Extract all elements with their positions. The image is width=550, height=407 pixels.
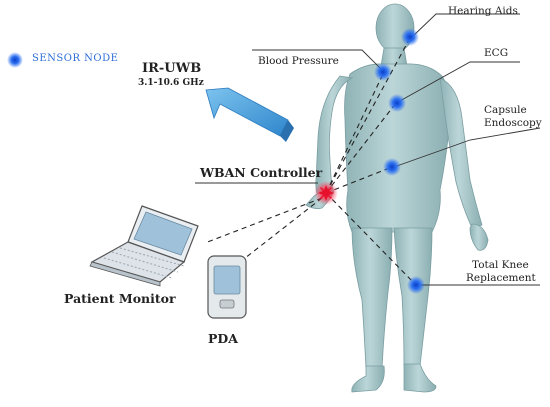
left-arm	[439, 77, 483, 229]
sensor-node-icon	[7, 52, 23, 68]
sensor-node-hearing	[401, 28, 419, 46]
link-bp	[325, 71, 385, 194]
legend-label: SENSOR NODE	[32, 53, 119, 64]
right-foot	[351, 365, 385, 393]
human-body-figure	[305, 3, 489, 393]
sensor-node-knee	[407, 276, 425, 294]
ecg-callout	[397, 61, 520, 103]
label-blood-pressure: Blood Pressure	[258, 55, 339, 67]
pda-icon	[207, 255, 247, 319]
label-total-knee: Total Knee	[472, 259, 529, 271]
hearing-callout	[411, 13, 520, 38]
sensor-node-capsule	[383, 158, 401, 176]
label-endoscopy: Endoscopy	[484, 117, 542, 129]
sensor-nodes	[374, 28, 425, 294]
bp-callout	[252, 49, 385, 73]
label-capsule: Capsule	[484, 104, 527, 116]
label-wban-controller: WBAN Controller	[200, 165, 323, 180]
label-replacement: Replacement	[466, 272, 536, 284]
left-hand	[469, 223, 489, 251]
link-ecg	[325, 102, 397, 194]
label-patient-monitor: Patient Monitor	[64, 291, 176, 306]
right-leg	[351, 227, 393, 369]
link-pda	[239, 197, 323, 263]
link-hearing	[325, 37, 411, 194]
link-knee	[325, 192, 417, 286]
left-leg	[393, 227, 433, 367]
capsule-callout	[393, 127, 541, 168]
link-monitor	[204, 197, 323, 244]
sensor-node-bp	[374, 63, 392, 81]
uwb-arrow-icon	[205, 87, 294, 142]
sensor-node-ecg	[388, 94, 406, 112]
laptop-icon	[89, 205, 199, 287]
label-hearing-aids: Hearing Aids	[448, 5, 518, 17]
left-foot	[403, 363, 437, 393]
label-pda: PDA	[208, 331, 238, 346]
controller-star-icon	[314, 181, 338, 205]
uwb-title: IR-UWB	[142, 61, 202, 76]
label-ecg: ECG	[484, 47, 509, 59]
torso	[344, 63, 451, 233]
uwb-frequency: 3.1-10.6 GHz	[138, 78, 204, 88]
callout-lines	[195, 13, 541, 286]
